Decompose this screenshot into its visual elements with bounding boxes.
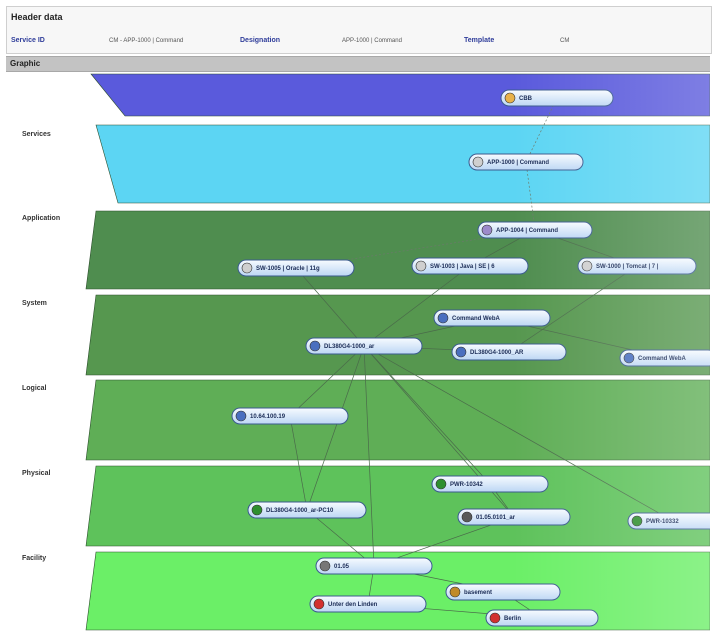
layer-label-application: Application [22,215,61,222]
app-icon [472,156,484,168]
location-icon [313,598,325,610]
power-icon [435,478,447,490]
layer-label-services: Services [22,131,51,138]
software-icon [415,260,427,272]
node-label: DL380G4-1000_ar [324,344,375,350]
node-label: SW-1000 | Tomcat | 7 | [596,264,659,270]
floor-icon [449,586,461,598]
graphic-title: Graphic [10,59,41,68]
service-id-value: CM - APP-1000 | Command [109,38,184,44]
node-label: APP-1004 | Command [496,228,558,234]
node-label: SW-1003 | Java | SE | 6 [430,264,495,270]
graph-node-n6[interactable]: SW-1000 | Tomcat | 7 | [577,257,697,275]
node-label: 10.64.100.19 [250,414,286,420]
software-icon [241,262,253,274]
graph-node-n2[interactable]: APP-1000 | Command [468,153,584,171]
layer-plane-application [85,210,711,290]
graph-node-n4[interactable]: SW-1005 | Oracle | 11g [237,259,355,277]
node-label: Command WebA [638,356,687,362]
graph-node-n1[interactable]: CBB [500,89,614,107]
network-icon [235,410,247,422]
graph-node-n12[interactable]: PWR-10342 [431,475,549,493]
hardware-icon [251,504,263,516]
server-icon [455,346,467,358]
graph-node-n15[interactable]: PWR-10332 [627,512,712,530]
node-box[interactable] [485,609,599,627]
node-label: CBB [519,96,533,102]
graph-node-n5[interactable]: SW-1003 | Java | SE | 6 [411,257,529,275]
layer-label-physical: Physical [22,470,51,477]
header-data-panel: Header data Service ID CM - APP-1000 | C… [6,6,712,54]
layer-plane-top [90,73,711,117]
node-label: 01.05.0101_ar [476,515,516,521]
node-box[interactable] [500,89,614,107]
node-label: PWR-10332 [646,519,679,525]
header-data-title: Header data [11,12,63,22]
layer-plane-services [95,124,711,204]
node-label: APP-1000 | Command [487,160,549,166]
graph-node-n19[interactable]: Berlin [485,609,599,627]
graph-node-n11[interactable]: 10.64.100.19 [231,407,349,425]
template-value: CM [560,38,570,44]
node-label: SW-1005 | Oracle | 11g [256,266,320,272]
graph-node-n13[interactable]: DL380G4-1000_ar-PC10 [247,501,367,519]
service-graph-canvas[interactable]: Services Application System Logical Phys… [6,72,712,634]
server-icon [437,312,449,324]
node-label: DL380G4-1000_ar-PC10 [266,508,334,514]
designation-value: APP-1000 | Command [342,38,402,44]
designation-label: Designation [240,37,281,44]
graph-node-n7[interactable]: Command WebA [433,309,551,327]
graphic-section-bar: Graphic [6,56,710,72]
room-icon [319,560,331,572]
layer-label-logical: Logical [22,385,47,392]
graph-node-n18[interactable]: Unter den Linden [309,595,427,613]
graph-node-n16[interactable]: 01.05 [315,557,433,575]
graph-node-n17[interactable]: basement [445,583,561,601]
graph-node-n3[interactable]: APP-1004 | Command [477,221,593,239]
power-icon [631,515,643,527]
server-icon [309,340,321,352]
node-label: Berlin [504,616,521,622]
node-label: basement [464,590,492,596]
location-icon [489,612,501,624]
layer-label-system: System [22,300,47,307]
layer-plane-system [85,294,711,376]
graph-node-n14[interactable]: 01.05.0101_ar [457,508,571,526]
app-icon [481,224,493,236]
node-label: 01.05 [334,564,350,570]
rack-icon [461,511,473,523]
node-label: PWR-10342 [450,482,483,488]
layer-plane-logical [85,379,711,461]
software-icon [581,260,593,272]
graph-node-n8[interactable]: DL380G4-1000_ar [305,337,423,355]
layer-plane-physical [85,465,711,547]
node-label: DL380G4-1000_AR [470,350,524,356]
template-label: Template [464,37,495,44]
server-icon [623,352,635,364]
node-label: Unter den Linden [328,602,378,608]
graph-node-n10[interactable]: Command WebA [619,349,712,367]
graph-node-n9[interactable]: DL380G4-1000_AR [451,343,567,361]
node-label: Command WebA [452,316,501,322]
service-icon [504,92,516,104]
service-id-label: Service ID [11,37,45,44]
layer-label-facility: Facility [22,555,47,562]
